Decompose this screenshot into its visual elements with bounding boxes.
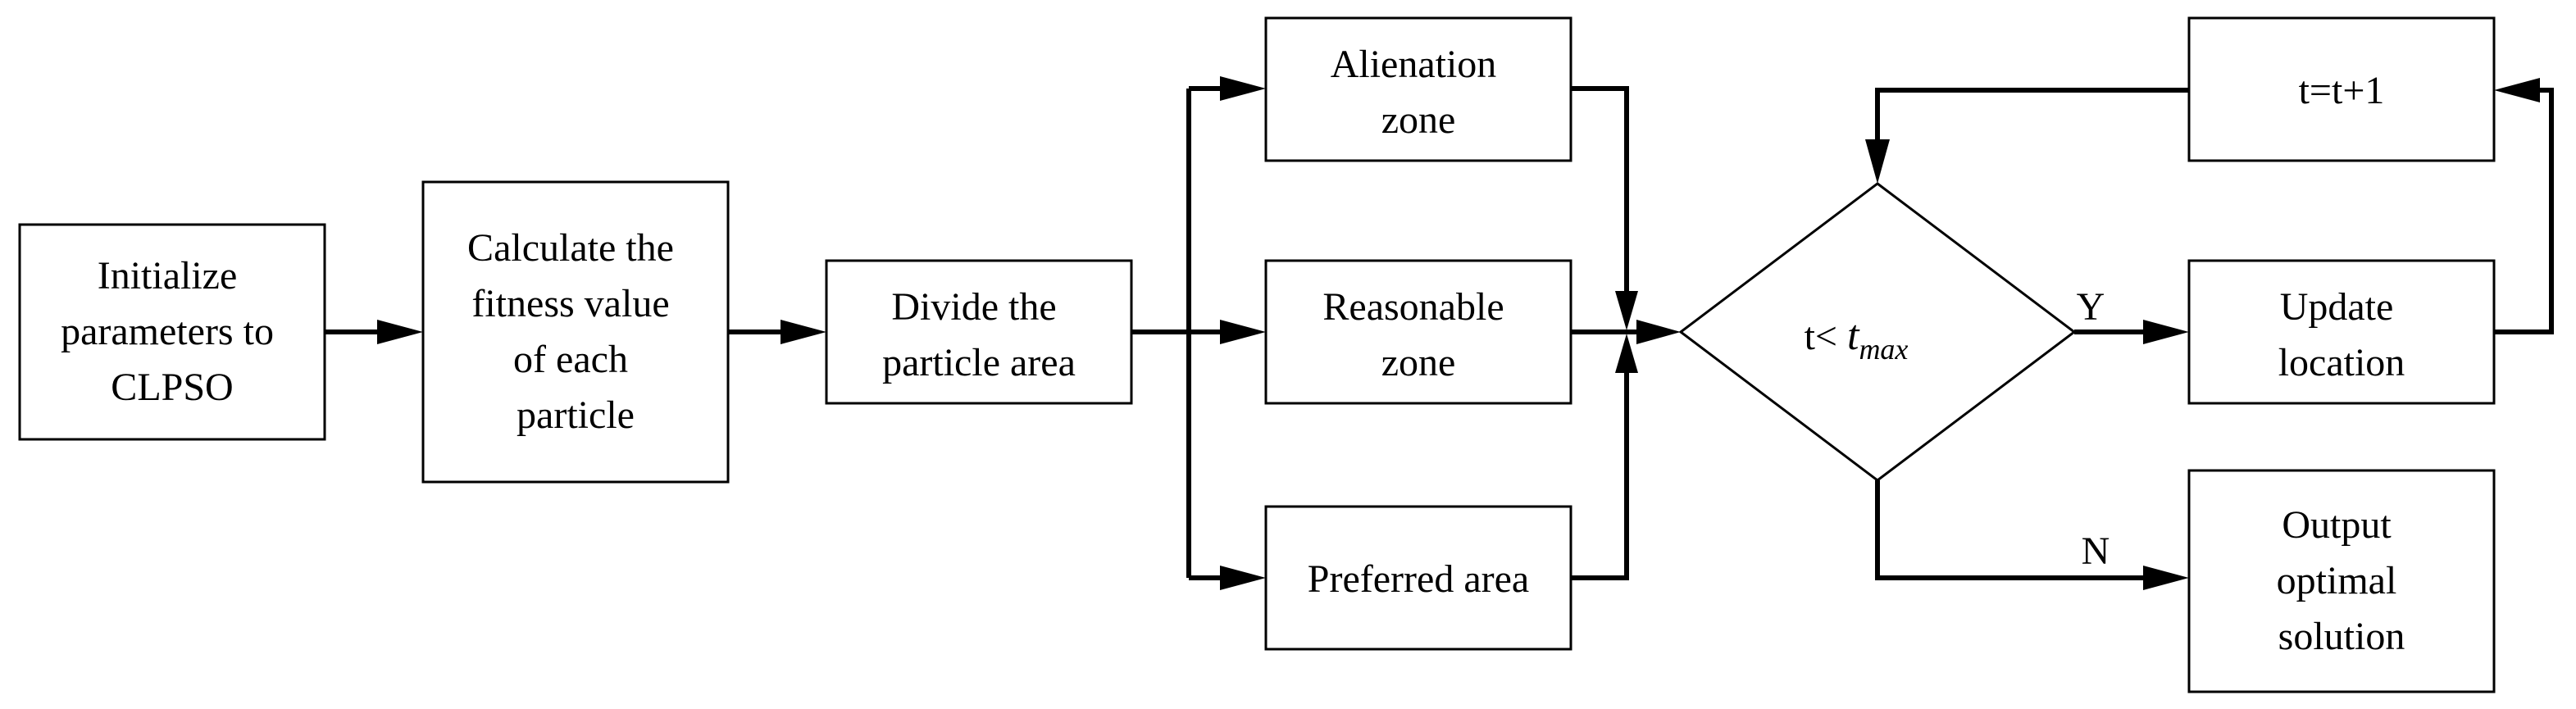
initialize-label-line-1: Initialize: [98, 254, 238, 298]
alienation-label-line-2: zone: [1381, 98, 1456, 142]
svg-text:t=t+1: t=t+1: [2299, 69, 2385, 112]
svg-text:Divide the particle area: Divide the particle area: [882, 285, 1076, 384]
divide-node: Divide the particle area: [825, 259, 1133, 405]
increment-node: t=t+1: [2187, 16, 2496, 162]
output-label-line-2: optimal: [2277, 559, 2397, 602]
connector-initialize-to-fitness: [325, 320, 423, 344]
svg-text:Initialize parameters to: Initialize parameters to CLPSO: [61, 254, 284, 409]
divide-label-line-1: Divide the: [891, 285, 1056, 329]
alienation-label-line-1: Alienation: [1331, 43, 1497, 86]
fitness-label-line-3: of each: [513, 338, 628, 381]
alienation-node: Alienation zone: [1264, 16, 1572, 162]
decision-subscript: max: [1859, 333, 1908, 366]
divide-label-line-2: particle area: [882, 341, 1076, 384]
connector-increment-to-decision: [1865, 88, 2189, 184]
connector-divide-split: [1131, 76, 1266, 590]
yes-branch-label: Y: [2077, 285, 2105, 329]
decision-node: t<tmax: [1678, 182, 2077, 482]
fitness-node: Calculate the fitness value of each part…: [421, 180, 730, 484]
fitness-label-line-4: particle: [517, 393, 635, 437]
preferred-node: Preferred area: [1264, 505, 1572, 651]
reasonable-label-line-1: Reasonable: [1322, 285, 1504, 329]
connector-no-to-output: [1875, 480, 2189, 590]
initialize-label-line-3: CLPSO: [111, 366, 233, 409]
connector-fitness-to-divide: [728, 320, 826, 344]
decision-var: t: [1847, 312, 1860, 359]
connector-update-to-increment: [2494, 78, 2554, 334]
svg-text:Alienation zone: Alienation zone: [1331, 43, 1507, 142]
initialize-node: Initialize parameters to CLPSO: [18, 223, 326, 441]
decision-prefix: t<: [1805, 315, 1837, 358]
update-node: Update location: [2187, 259, 2496, 405]
reasonable-node: Reasonable zone: [1264, 259, 1572, 405]
connector-yes-to-update: [2074, 320, 2189, 344]
fitness-label-line-2: fitness value: [471, 282, 669, 325]
svg-text:Output optimal sol: Output optimal solution: [2277, 503, 2407, 658]
output-label-line-3: solution: [2278, 615, 2405, 658]
svg-text:Update location: Update location: [2278, 285, 2405, 384]
svg-text:Reasonable zone: Reasonable zone: [1322, 285, 1513, 384]
initialize-label-line-2: parameters to: [61, 310, 274, 353]
reasonable-label-line-2: zone: [1381, 341, 1456, 384]
increment-label-line-1: t=t+1: [2299, 69, 2385, 112]
svg-text:Preferred area: Preferred area: [1308, 557, 1529, 601]
decision-condition: t<tmax: [1805, 312, 1909, 366]
connector-zones-merge: [1571, 86, 1681, 580]
svg-text:Calculate the fitness va: Calculate the fitness value of each part…: [467, 226, 684, 437]
output-label-line-1: Output: [2282, 503, 2392, 547]
fitness-label-line-1: Calculate the: [467, 226, 674, 270]
update-label-line-2: location: [2278, 341, 2405, 384]
output-node: Output optimal solution: [2187, 469, 2496, 693]
update-label-line-1: Update: [2280, 285, 2394, 329]
preferred-label-line-1: Preferred area: [1308, 557, 1529, 601]
no-branch-label: N: [2082, 529, 2110, 573]
